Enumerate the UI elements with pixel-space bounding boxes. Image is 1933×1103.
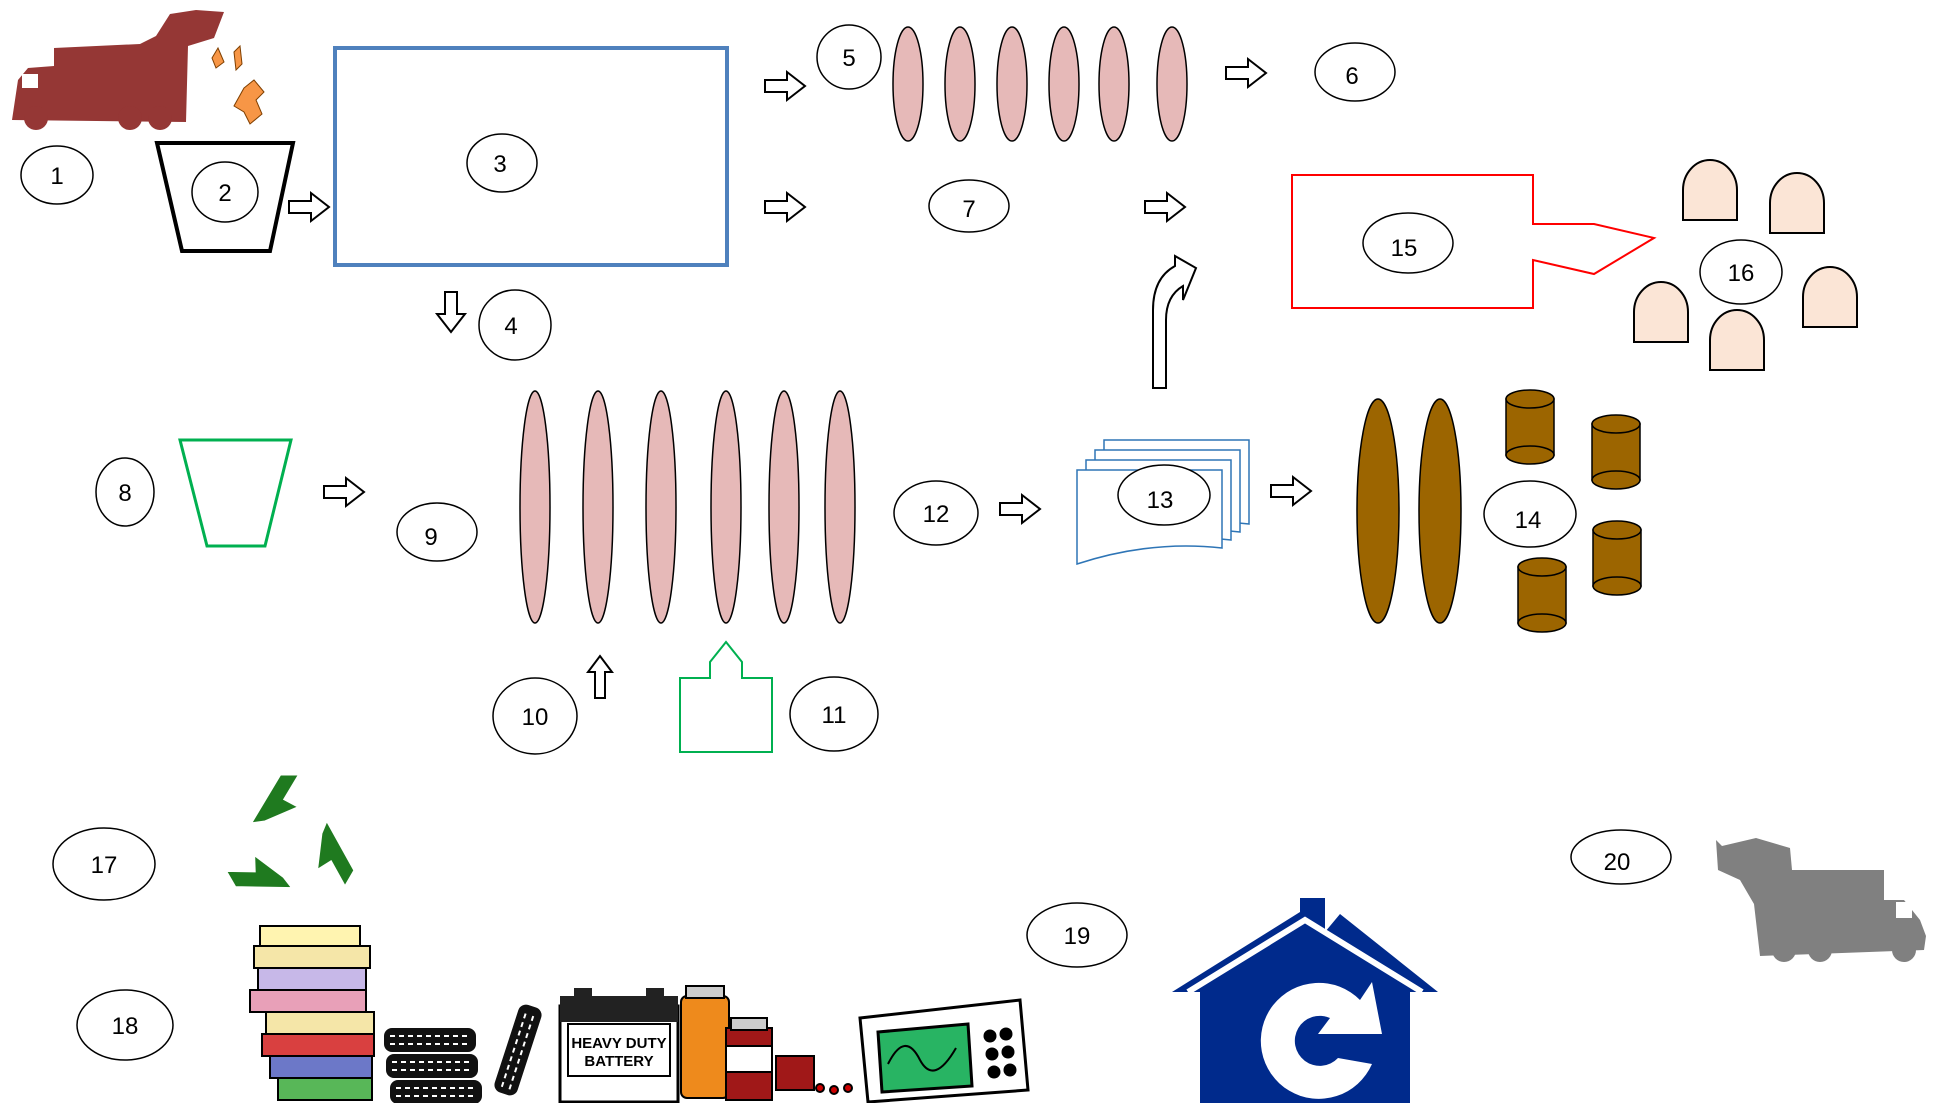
arrow-box-to-7 (764, 192, 806, 222)
recycle-icon (223, 772, 372, 916)
battery-label-line2: BATTERY (584, 1053, 653, 1070)
label-18: 18 (76, 989, 174, 1061)
house-recycle-icon (1172, 898, 1438, 1103)
label-11: 11 (789, 676, 879, 752)
label-16: 16 (1699, 239, 1783, 305)
label-12: 12 (893, 480, 979, 546)
svg-text:20: 20 (1604, 849, 1631, 876)
label-20: 20 (1570, 829, 1672, 885)
hopper-shape (154, 141, 296, 253)
arrow-ovals-to-6 (1225, 58, 1267, 88)
label-8: 8 (95, 457, 155, 527)
svg-text:8: 8 (118, 480, 131, 507)
label-2: 2 (191, 161, 259, 223)
label-group: 1 2 3 4 5 6 7 8 9 10 11 12 13 14 15 16 1… (20, 24, 1783, 1061)
arrow-12-to-13 (999, 494, 1041, 524)
svg-text:9: 9 (424, 524, 437, 551)
svg-text:13: 13 (1147, 487, 1174, 514)
battery-label-line1: HEAVY DUTY (571, 1035, 666, 1052)
tires-icon (383, 1001, 545, 1103)
flame-debris-icon (211, 44, 265, 125)
label-13: 13 (1117, 464, 1211, 526)
svg-text:6: 6 (1345, 63, 1358, 90)
label-6: 6 (1314, 42, 1396, 102)
dump-truck-red-icon (12, 10, 224, 130)
brown-oval-pair (1356, 398, 1462, 624)
process-box (333, 46, 729, 267)
label-5: 5 (816, 24, 882, 90)
svg-text:1: 1 (50, 163, 63, 190)
arrow-box-down (436, 291, 466, 333)
svg-text:11: 11 (822, 702, 847, 729)
books-icon (249, 925, 375, 1101)
svg-text:17: 17 (91, 852, 118, 879)
pink-oval-row-top (892, 26, 1188, 142)
curved-up-arrow (1152, 254, 1198, 389)
svg-text:7: 7 (962, 196, 975, 223)
arrow-hopper-to-box (288, 192, 330, 222)
red-arrow-box (1291, 174, 1657, 309)
svg-text:3: 3 (493, 151, 506, 178)
arrow-7-right (1144, 192, 1186, 222)
arrow-13-to-14 (1270, 476, 1312, 506)
label-10: 10 (492, 677, 578, 755)
svg-text:15: 15 (1391, 235, 1418, 262)
label-9: 9 (396, 502, 478, 562)
label-1: 1 (20, 145, 94, 205)
svg-text:4: 4 (504, 313, 517, 340)
label-4: 4 (478, 289, 552, 361)
svg-text:19: 19 (1064, 923, 1091, 950)
svg-text:2: 2 (218, 180, 231, 207)
label-15: 15 (1362, 212, 1454, 274)
svg-text:14: 14 (1515, 507, 1542, 534)
up-arrow-small (586, 654, 614, 699)
label-7: 7 (928, 179, 1010, 233)
svg-text:16: 16 (1728, 260, 1755, 287)
microwave-icon (858, 998, 1030, 1103)
svg-text:18: 18 (112, 1013, 139, 1040)
battery-icon: HEAVY DUTY BATTERY (558, 988, 680, 1103)
dump-truck-gray-icon (1716, 838, 1926, 962)
label-17: 17 (52, 827, 156, 901)
label-19: 19 (1026, 902, 1128, 968)
label-3: 3 (466, 133, 538, 193)
medicine-bottles-icon (680, 985, 853, 1101)
up-arrow-green (679, 640, 773, 753)
green-bin-shape (178, 438, 293, 548)
arrow-box-to-5 (764, 71, 806, 101)
pink-oval-row-middle (519, 390, 856, 624)
label-14: 14 (1483, 480, 1577, 548)
svg-text:10: 10 (522, 704, 549, 731)
svg-text:12: 12 (923, 501, 950, 528)
arrow-bin-to-9 (323, 477, 365, 507)
svg-text:5: 5 (842, 45, 855, 72)
